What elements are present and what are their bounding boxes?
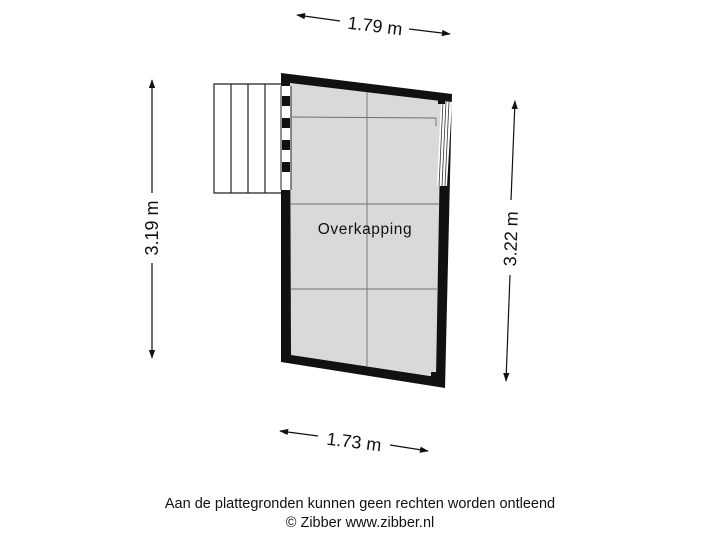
room-floor	[290, 83, 441, 377]
dimension-right: 3.22 m	[500, 100, 522, 382]
footer-copyright: © Zibber www.zibber.nl	[285, 515, 435, 531]
footer-disclaimer: Aan de plattegronden kunnen geen rechten…	[164, 496, 556, 512]
room-overkapping: Overkapping	[280, 73, 452, 388]
dimension-top-label: 1.79 m	[346, 13, 403, 40]
dimension-left-label: 3.19 m	[142, 200, 162, 255]
dimension-left: 3.19 m	[142, 79, 162, 359]
dimension-top: 1.79 m	[296, 13, 451, 40]
floor-grid	[290, 92, 439, 366]
steps	[213, 83, 283, 194]
dimension-bottom-label: 1.73 m	[325, 429, 382, 456]
room-label: Overkapping	[318, 221, 412, 238]
dimension-bottom: 1.73 m	[279, 429, 429, 456]
dimension-right-label: 3.22 m	[500, 211, 522, 267]
